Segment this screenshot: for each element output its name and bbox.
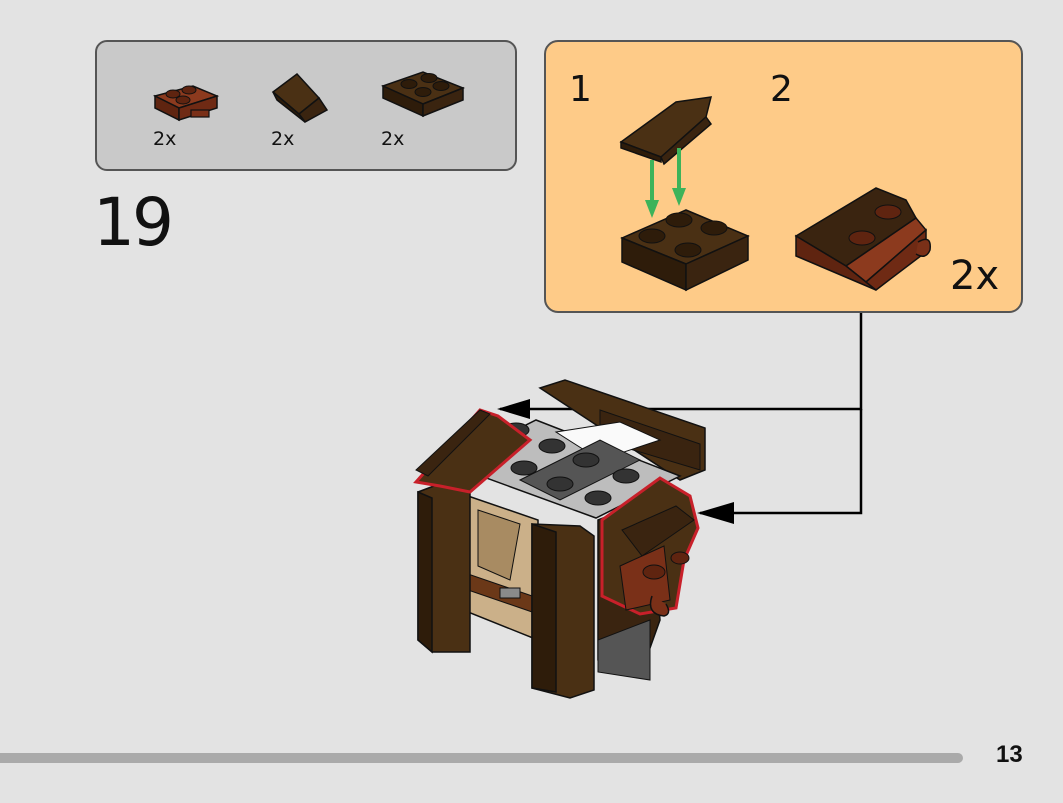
page-progress-bar <box>0 753 963 763</box>
combined-assembly-icon <box>794 187 931 291</box>
arrow-left-icon <box>497 399 530 419</box>
green-arrow-icon <box>645 148 686 218</box>
substep-label: 1 <box>569 69 592 110</box>
part-quantity: 2x <box>271 128 295 150</box>
subassembly-illustration <box>619 96 931 292</box>
step-number: 19 <box>93 184 174 261</box>
plate-2x2-icon <box>620 209 750 292</box>
subassembly-callout: 1 2 2x <box>544 40 1023 313</box>
highlighted-new-part <box>413 408 533 494</box>
slope-icon <box>271 72 329 123</box>
page-number: 13 <box>996 741 1023 768</box>
slope-brick-icon <box>619 96 713 166</box>
plate-2x2-icon <box>380 71 466 118</box>
plate-with-clip-icon <box>152 85 220 122</box>
part-quantity: 2x <box>153 128 177 150</box>
substep-label: 2 <box>770 69 793 110</box>
highlighted-new-part <box>600 476 700 617</box>
part-quantity: 2x <box>381 128 405 150</box>
arrow-left-icon <box>697 502 734 524</box>
parts-list-callout: 2x 2x 2x <box>95 40 517 171</box>
subassembly-multiplier: 2x <box>950 253 1000 299</box>
